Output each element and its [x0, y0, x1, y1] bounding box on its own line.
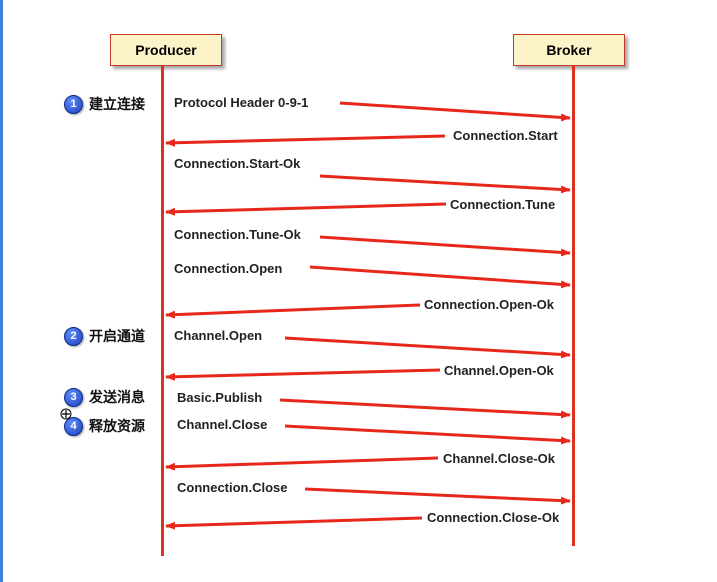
message-label: Connection.Start-Ok: [174, 156, 301, 171]
step-number-badge: 1: [64, 94, 83, 114]
message-label: Connection.Close-Ok: [427, 510, 560, 525]
message-arrow-to-producer: [165, 134, 446, 147]
message-arrow-to-broker: [339, 101, 571, 122]
window-left-border: [0, 0, 3, 582]
step-3: 3 发送消息: [64, 387, 145, 407]
move-cursor-icon: [60, 408, 72, 420]
step-2: 2 开启通道: [64, 326, 145, 346]
message-arrow-to-producer: [165, 303, 421, 319]
step-number-badge: 2: [64, 326, 83, 346]
message-arrow-to-producer: [165, 368, 441, 381]
message-arrow-to-broker: [284, 336, 571, 359]
message-label: Connection.Close: [177, 480, 288, 495]
step-label: 释放资源: [89, 418, 145, 434]
broker-box: Broker: [513, 34, 625, 66]
message-arrow-to-broker: [284, 424, 571, 445]
step-4: 4 释放资源: [64, 416, 145, 436]
step-1: 1 建立连接: [64, 94, 145, 114]
message-arrow-to-broker: [304, 487, 571, 505]
message-label: Connection.Open-Ok: [424, 297, 554, 312]
message-label: Connection.Tune: [450, 197, 556, 212]
message-arrow-to-broker: [309, 265, 571, 289]
message-label: Connection.Open: [174, 261, 283, 276]
step-label: 建立连接: [89, 96, 145, 112]
message-arrow-to-broker: [319, 174, 571, 194]
message-arrow-to-broker: [319, 235, 571, 257]
producer-box: Producer: [110, 34, 222, 66]
message-label: Channel.Open: [174, 328, 263, 343]
step-label: 开启通道: [89, 328, 145, 344]
message-label: Connection.Start: [453, 128, 558, 143]
producer-label: Producer: [135, 42, 197, 58]
step-label: 发送消息: [89, 389, 145, 405]
message-label: Channel.Close-Ok: [443, 451, 555, 466]
message-label: Connection.Tune-Ok: [174, 227, 301, 242]
message-label: Basic.Publish: [177, 390, 263, 405]
step-number-badge: 3: [64, 387, 83, 407]
broker-lifeline: [572, 66, 575, 546]
producer-lifeline: [161, 66, 164, 556]
message-label: Channel.Open-Ok: [444, 363, 554, 378]
message-label: Protocol Header 0-9-1: [174, 95, 309, 110]
message-arrow-to-producer: [165, 202, 447, 216]
message-arrow-to-broker: [279, 398, 571, 419]
message-arrow-to-producer: [165, 456, 439, 471]
message-label: Channel.Close: [177, 417, 268, 432]
step-number-badge: 4: [64, 416, 83, 436]
broker-label: Broker: [546, 42, 592, 58]
message-arrow-to-producer: [165, 516, 423, 530]
